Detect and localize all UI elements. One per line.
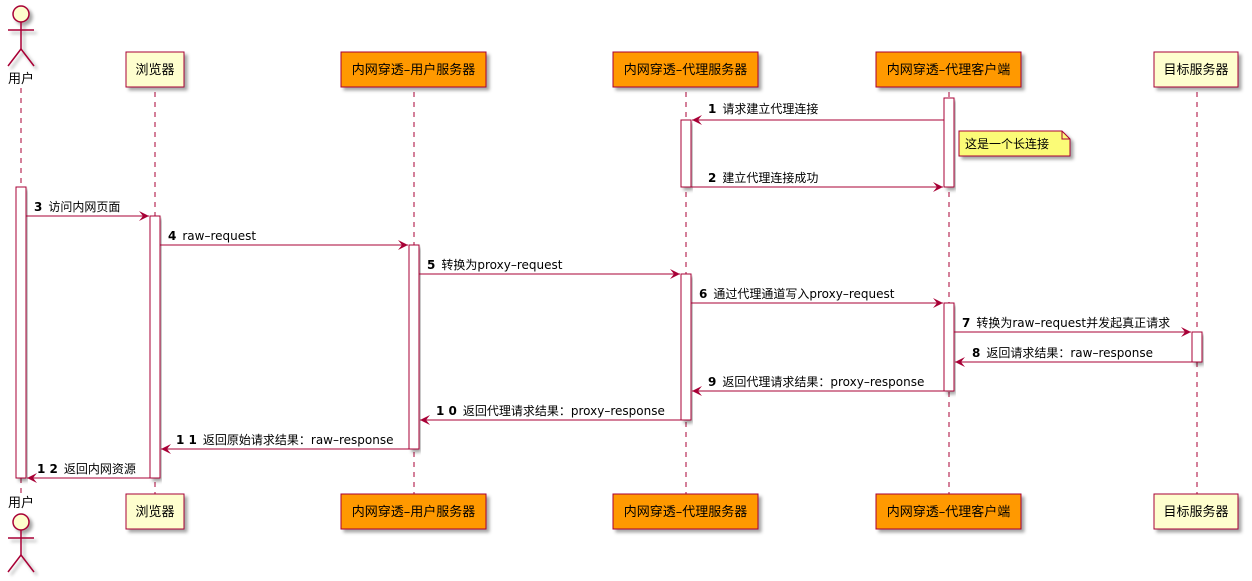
activation-proxy-server-2 bbox=[680, 273, 692, 421]
activation-proxy-client-1 bbox=[943, 97, 955, 188]
participant-proxy-client: 内网穿透–代理客户端 bbox=[875, 493, 1022, 530]
svg-text:浏览器: 浏览器 bbox=[135, 62, 174, 78]
actor-user-bottom: 用户 bbox=[7, 495, 35, 573]
svg-text:浏览器: 浏览器 bbox=[135, 504, 174, 520]
note-long-connection: 这是一个长连接 bbox=[958, 130, 1071, 157]
actor-label: 用户 bbox=[8, 495, 34, 511]
svg-text:内网穿透–代理客户端: 内网穿透–代理客户端 bbox=[887, 504, 1011, 520]
activation-browser bbox=[149, 215, 161, 479]
stick-figure-icon bbox=[7, 513, 35, 573]
participant-target-server: 目标服务器 bbox=[1153, 51, 1239, 88]
svg-text:内网穿透–用户服务器: 内网穿透–用户服务器 bbox=[352, 504, 476, 520]
note-text: 这是一个长连接 bbox=[965, 136, 1049, 151]
participant-user-server: 内网穿透–用户服务器 bbox=[340, 51, 487, 88]
participant-target-server: 目标服务器 bbox=[1153, 493, 1239, 530]
participant-browser: 浏览器 bbox=[125, 493, 185, 530]
activation-target-server bbox=[1191, 331, 1203, 363]
actor-label: 用户 bbox=[8, 71, 34, 87]
svg-text:内网穿透–代理客户端: 内网穿透–代理客户端 bbox=[887, 62, 1011, 78]
participant-proxy-server: 内网穿透–代理服务器 bbox=[612, 493, 759, 530]
stick-figure-icon bbox=[7, 5, 35, 67]
actor-user-top: 用户 bbox=[7, 5, 35, 87]
participants-bottom: 浏览器 内网穿透–用户服务器 内网穿透–代理服务器 内网穿透–代理客户端 目标服… bbox=[125, 493, 1239, 530]
svg-text:内网穿透–代理服务器: 内网穿透–代理服务器 bbox=[624, 504, 748, 520]
svg-text:内网穿透–代理服务器: 内网穿透–代理服务器 bbox=[624, 62, 748, 78]
activations bbox=[15, 97, 1203, 479]
activation-user bbox=[15, 186, 27, 479]
activation-user-server bbox=[408, 244, 420, 450]
participants-top: 浏览器 内网穿透–用户服务器 内网穿透–代理服务器 内网穿透–代理客户端 目标服… bbox=[125, 51, 1239, 88]
svg-text:内网穿透–用户服务器: 内网穿透–用户服务器 bbox=[352, 62, 476, 78]
participant-proxy-client: 内网穿透–代理客户端 bbox=[875, 51, 1022, 88]
activation-proxy-server-1 bbox=[680, 119, 692, 188]
activation-proxy-client-2 bbox=[943, 302, 955, 392]
participant-browser: 浏览器 bbox=[125, 51, 185, 88]
participant-proxy-server: 内网穿透–代理服务器 bbox=[612, 51, 759, 88]
svg-text:目标服务器: 目标服务器 bbox=[1163, 62, 1228, 78]
participant-user-server: 内网穿透–用户服务器 bbox=[340, 493, 487, 530]
svg-text:目标服务器: 目标服务器 bbox=[1163, 504, 1228, 520]
